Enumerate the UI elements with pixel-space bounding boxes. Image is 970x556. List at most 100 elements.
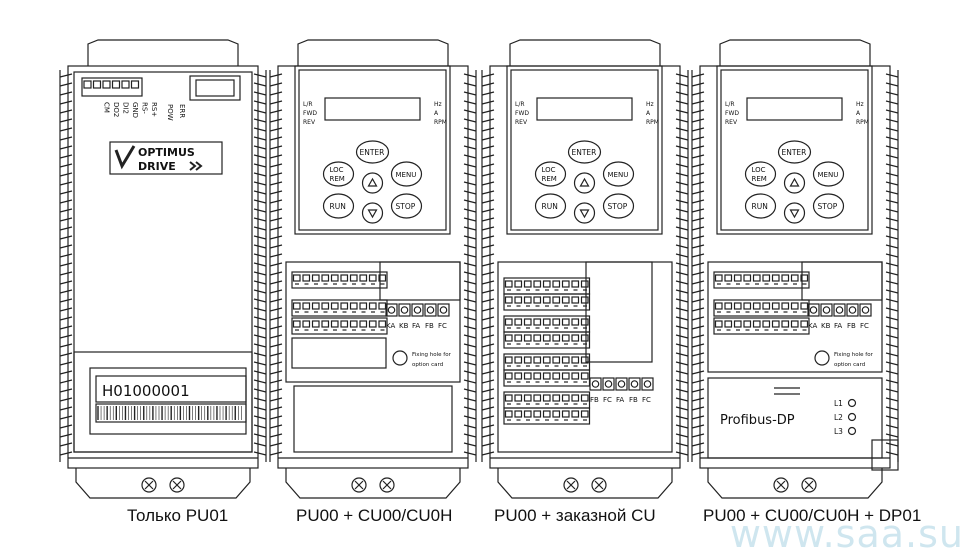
relay-screw-2 <box>617 380 626 388</box>
custom-terminal-row-2-screw <box>542 356 551 364</box>
side-fin <box>885 415 899 420</box>
side-fin <box>463 244 477 249</box>
side-fin <box>885 172 899 177</box>
control-board <box>497 261 673 453</box>
side-fin <box>269 127 283 132</box>
display-unit-2: RPM <box>646 119 659 126</box>
serial-number: H01000001 <box>102 382 190 400</box>
custom-terminal-row-lower-1-screw <box>561 334 570 342</box>
side-fin <box>481 379 495 384</box>
side-fin <box>675 388 689 393</box>
terminal-row-a-screw <box>800 274 809 282</box>
side-fin <box>463 172 477 177</box>
profibus-led-label-2: L3 <box>834 427 843 436</box>
side-fin <box>59 163 73 168</box>
side-fin <box>253 334 267 339</box>
side-fin <box>253 316 267 321</box>
custom-terminal-row-1 <box>503 315 591 333</box>
terminal-screw <box>379 477 395 493</box>
side-fin <box>675 424 689 429</box>
display-unit-1: A <box>434 110 439 117</box>
side-fin <box>269 352 283 357</box>
custom-terminal-row-2-screw <box>523 356 532 364</box>
terminal-row-c-screw <box>743 320 752 328</box>
side-fin <box>463 424 477 429</box>
side-fin <box>253 136 267 141</box>
display-indicator-2: REV <box>303 119 316 126</box>
side-fin <box>675 82 689 87</box>
side-fin <box>59 325 73 330</box>
terminal-row-b-screw <box>790 302 799 310</box>
logo-line-1: OPTIMUS <box>138 146 195 159</box>
side-fin <box>691 307 705 312</box>
housing-body <box>699 65 891 469</box>
relay-screw-3 <box>848 306 857 314</box>
side-fin <box>59 109 73 114</box>
side-fin <box>691 109 705 114</box>
fixing-hole <box>392 350 408 366</box>
relay-screw-3 <box>630 380 639 388</box>
terminal-row-c-screw <box>368 320 377 328</box>
screw-slot <box>144 480 154 490</box>
side-fin <box>885 109 899 114</box>
side-fin <box>885 253 899 258</box>
side-fin <box>885 262 899 267</box>
down-arrow-icon <box>367 209 378 219</box>
side-fin <box>269 145 283 150</box>
custom-terminal-row-lower-0 <box>503 293 591 311</box>
custom-terminal-row-lower-3-screw <box>552 410 561 418</box>
side-fin <box>269 379 283 384</box>
custom-terminal-row-lower-0-screw <box>580 296 589 304</box>
comm-terminal-screw <box>102 80 111 89</box>
side-fin <box>691 163 705 168</box>
loc-rem-key <box>322 161 355 187</box>
side-fin <box>463 442 477 447</box>
logo-chevron-icon <box>189 161 203 171</box>
side-fin <box>269 91 283 96</box>
side-fin <box>463 208 477 213</box>
side-fin <box>481 271 495 276</box>
comm-terminal-screw <box>121 80 130 89</box>
side-fin <box>885 244 899 249</box>
keypad-inner <box>510 69 659 231</box>
bottom-foot <box>497 468 673 499</box>
side-fin <box>463 406 477 411</box>
side-fin <box>269 136 283 141</box>
custom-terminal-row-2-screw <box>571 356 580 364</box>
side-fin <box>481 253 495 258</box>
side-fin <box>481 451 495 456</box>
run-key-label: RUN <box>330 202 346 211</box>
side-fin <box>691 73 705 78</box>
side-fin <box>691 172 705 177</box>
terminal-row-b-screw <box>781 302 790 310</box>
side-fin <box>691 388 705 393</box>
relay-terminal-2 <box>615 377 628 391</box>
side-fin <box>463 379 477 384</box>
relay-terminal-3 <box>424 303 437 317</box>
display-indicator-2: REV <box>515 119 528 126</box>
side-fin <box>59 73 73 78</box>
top-bracket <box>509 39 661 66</box>
side-fin <box>691 379 705 384</box>
side-fin <box>253 100 267 105</box>
terminal-row-c-screw <box>752 320 761 328</box>
custom-cu-slot <box>585 261 653 363</box>
side-fin <box>481 343 495 348</box>
side-fin <box>59 388 73 393</box>
side-fin <box>463 100 477 105</box>
relay-terminal-1 <box>602 377 615 391</box>
profibus-led-label-1: L2 <box>834 413 843 422</box>
side-fin <box>253 343 267 348</box>
side-fin <box>885 154 899 159</box>
keypad-panel <box>506 65 663 235</box>
housing-body <box>277 65 469 469</box>
side-fin <box>481 316 495 321</box>
housing-body <box>67 65 259 469</box>
side-fin <box>675 397 689 402</box>
side-fin <box>691 397 705 402</box>
side-fin <box>463 316 477 321</box>
side-fin <box>59 397 73 402</box>
menu-key <box>602 161 635 187</box>
keypad-inner <box>298 69 447 231</box>
